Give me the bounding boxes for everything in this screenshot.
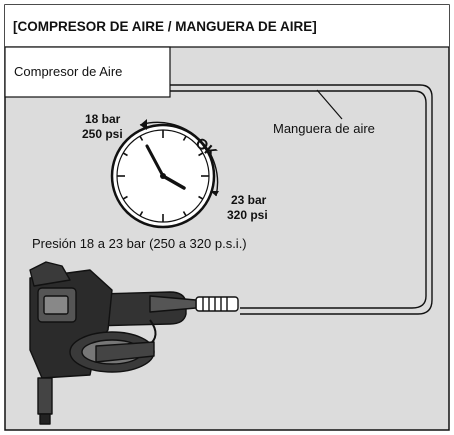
gauge-hand-long <box>145 144 165 178</box>
low-bar-label: 18 bar <box>85 112 121 126</box>
hose-label: Manguera de aire <box>273 121 375 136</box>
title-box <box>5 5 449 47</box>
high-bar-label: 23 bar <box>231 193 267 207</box>
gauge-tick <box>198 195 204 200</box>
hose-leader-line <box>316 89 343 120</box>
gauge-tick <box>182 211 187 217</box>
ok-arc-start-arrow <box>140 119 147 130</box>
compressor-box <box>4 46 171 98</box>
gauge-tick <box>139 135 144 141</box>
pressure-gauge <box>110 123 216 229</box>
high-psi-label: 320 psi <box>227 208 268 222</box>
gauge-tick <box>122 195 128 200</box>
ok-range-arc <box>139 121 219 197</box>
pressure-note: Presión 18 a 23 bar (250 a 320 p.s.i.) <box>32 236 247 251</box>
gauge-tick <box>139 211 144 217</box>
gauge-tick <box>198 152 204 157</box>
diagram-title: [COMPRESOR DE AIRE / MANGUERA DE AIRE] <box>13 19 317 34</box>
gauge-ticks <box>117 130 209 222</box>
ok-arc-end-arrow <box>210 191 219 196</box>
air-hose <box>170 84 433 315</box>
gauge-hand-short <box>161 174 186 190</box>
coil-nailer-illustration <box>29 261 239 425</box>
low-psi-label: 250 psi <box>82 127 123 141</box>
gauge-tick <box>122 152 128 157</box>
gauge-tick <box>182 135 187 141</box>
compressor-label: Compresor de Aire <box>14 64 122 79</box>
